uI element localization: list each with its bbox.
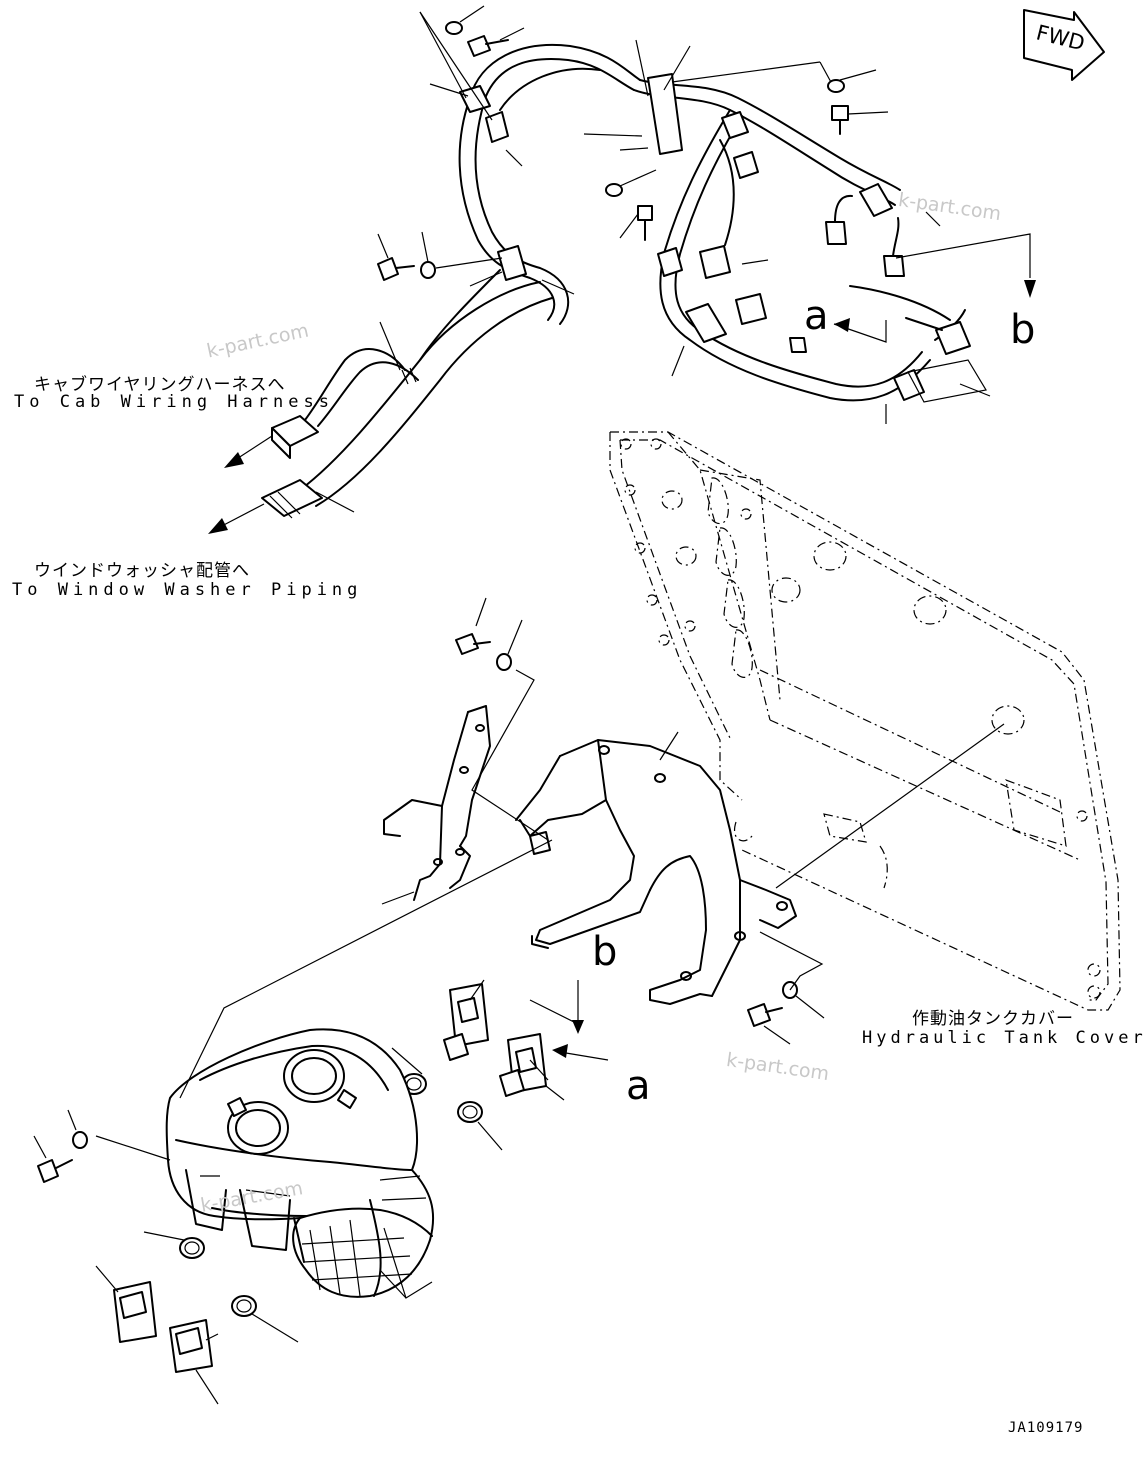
callout-b-mid: b: [592, 929, 618, 975]
hatch-marks: [401, 359, 987, 403]
cab-harness-label-jp: キャブワイヤリングハーネスへ: [34, 375, 286, 395]
wiring-harness: [208, 11, 1036, 534]
callout-a-bottom: a: [626, 1063, 651, 1109]
washer-piping-label-en: To Window Washer Piping: [12, 580, 363, 600]
washer-pumps-upper: [391, 979, 565, 1151]
hydraulic-tank-cover: [609, 431, 1121, 1011]
bolts-washers-top: [377, 5, 889, 281]
washer-piping-label-jp: ウインドウォッシャ配管へ: [34, 561, 250, 581]
cab-harness-label-en: To Cab Wiring Harness: [14, 392, 334, 412]
washer-pumps-lower: [95, 1231, 299, 1405]
drawing-code: JA109179: [1008, 1420, 1084, 1436]
tank-brackets: [381, 597, 825, 1045]
callout-b-top: b: [1010, 307, 1036, 353]
tank-cover-label-jp: 作動油タンクカバー: [912, 1009, 1074, 1029]
tank-cover-label-en: Hydraulic Tank Cover: [862, 1028, 1147, 1048]
fwd-direction-tag: [1023, 9, 1105, 81]
callout-a-top: a: [804, 293, 829, 339]
bolts-washers-bottom: [33, 1109, 88, 1183]
callout-b-arrow: [529, 980, 609, 1061]
washer-tank: [95, 839, 553, 1299]
